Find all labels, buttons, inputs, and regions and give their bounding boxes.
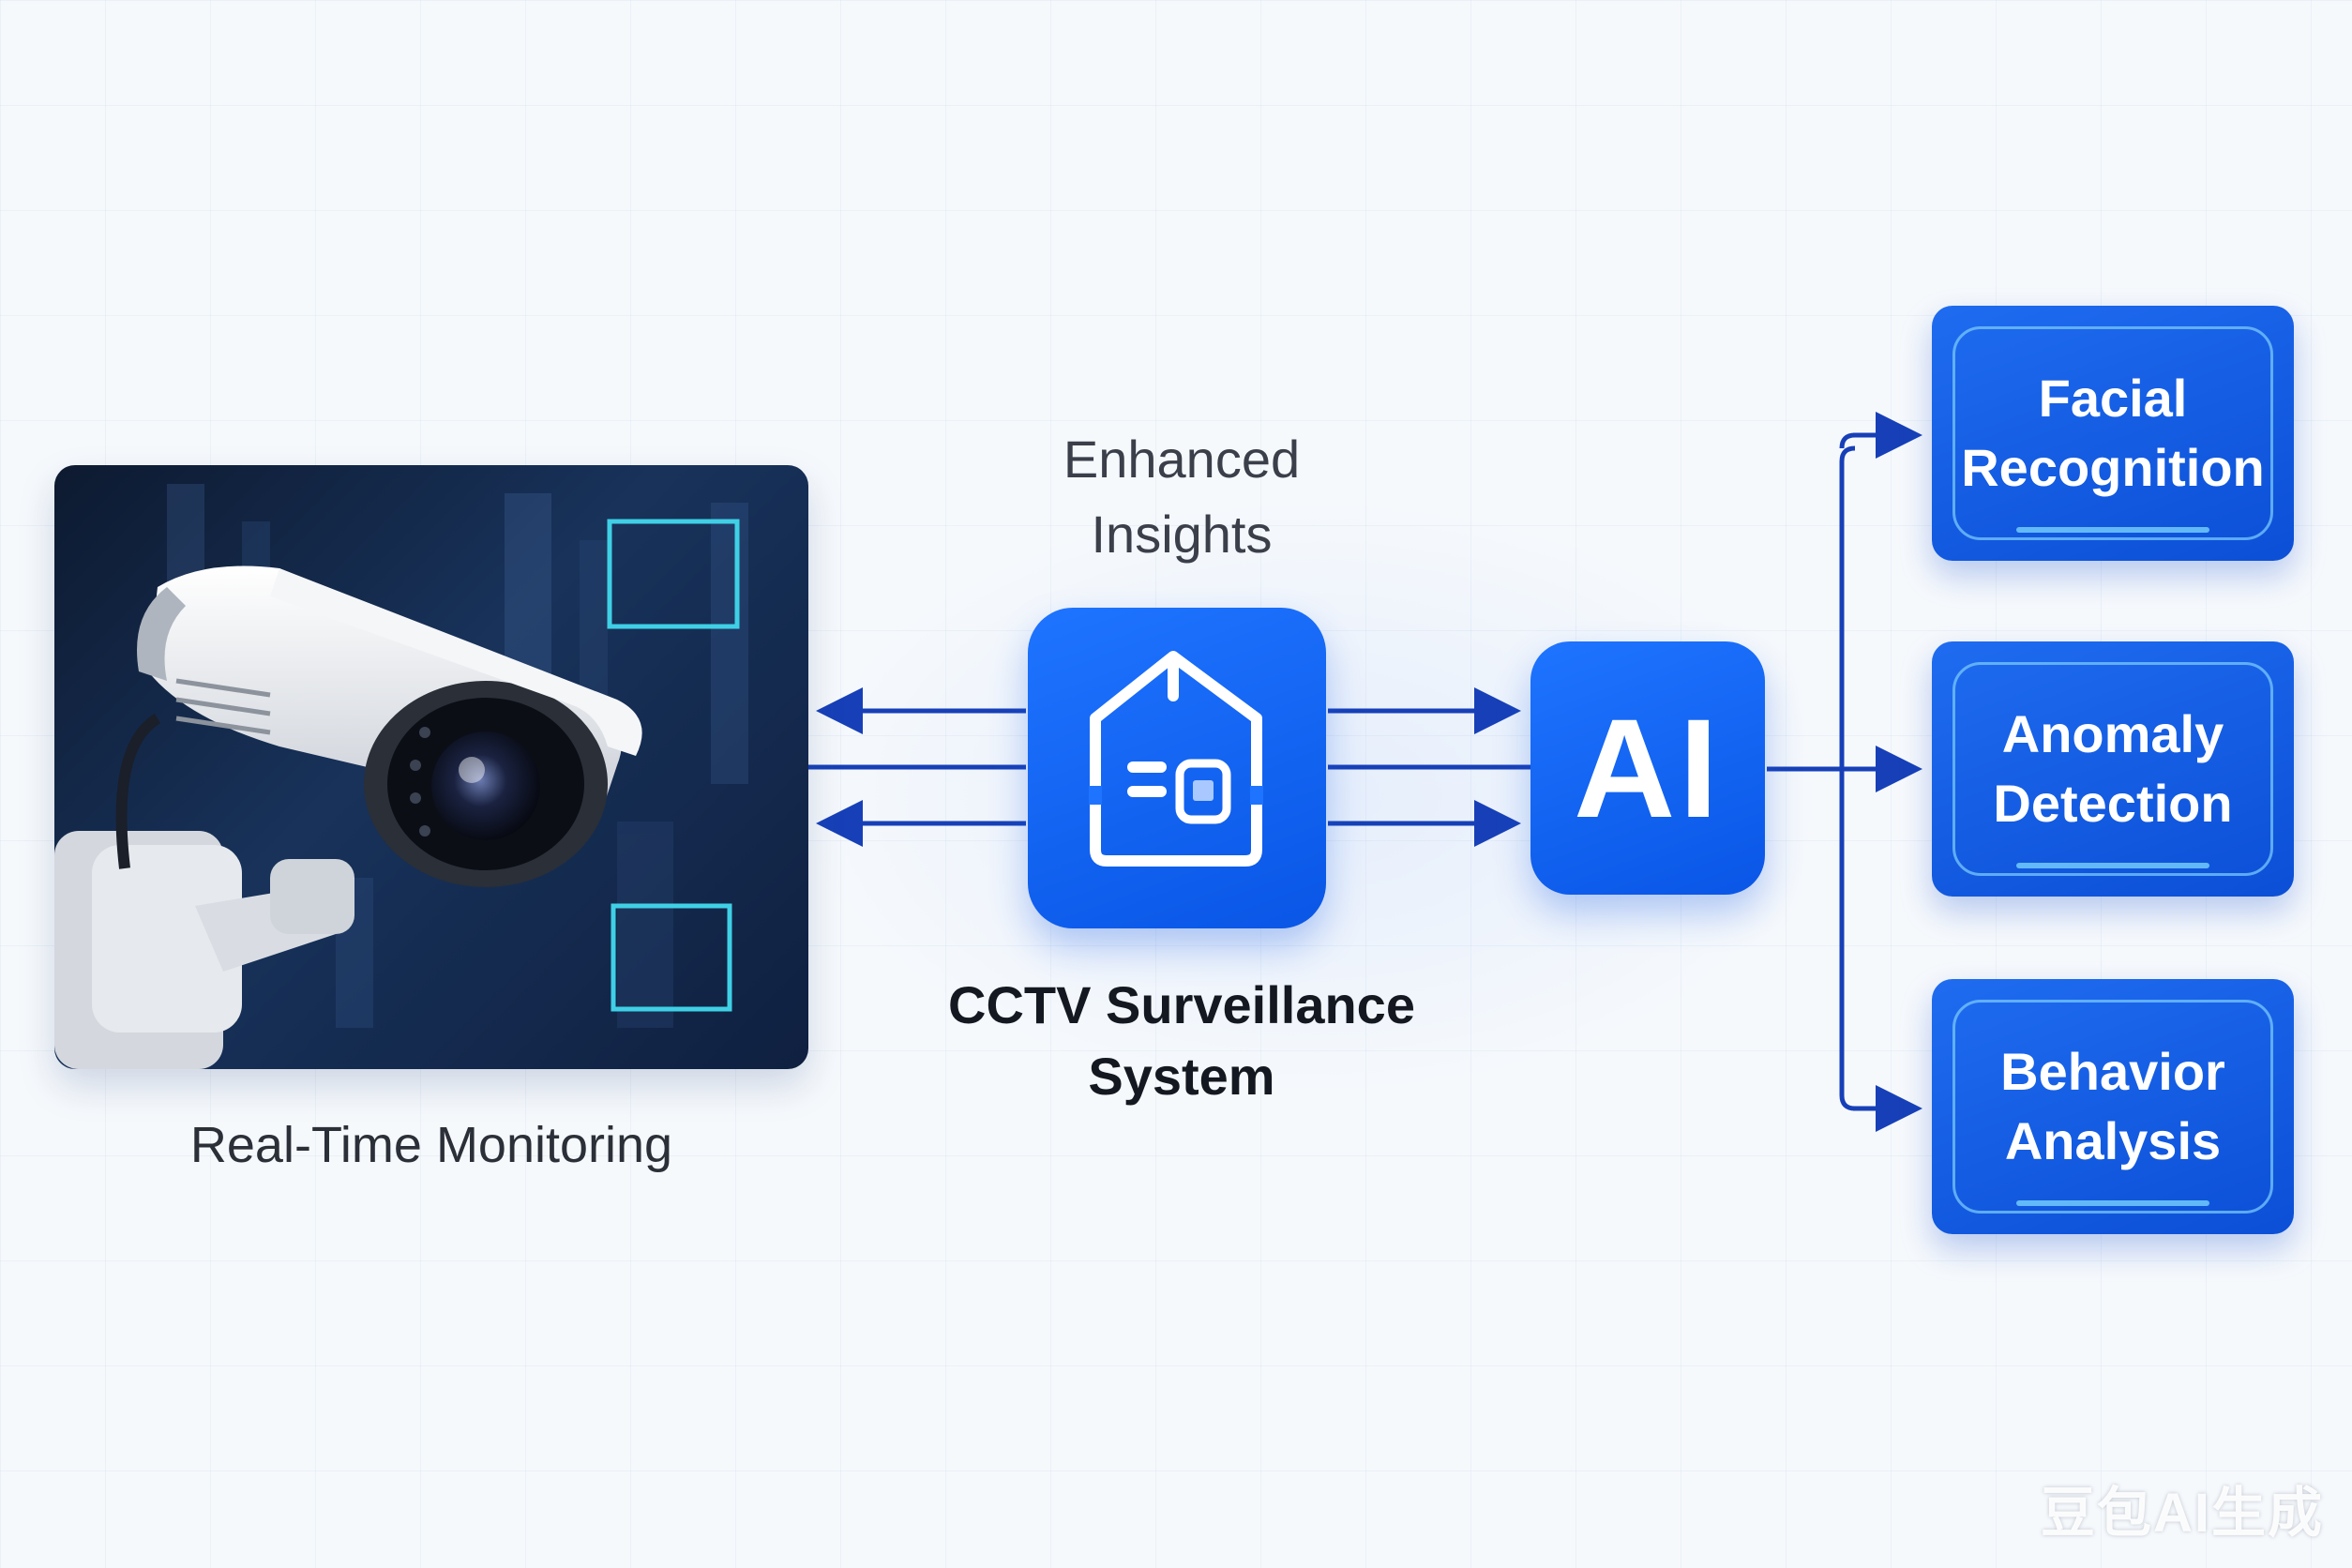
facial-recognition-card: Facial Recognition [1932,306,2294,561]
anomaly-detection-label: Anomaly Detection [1993,704,2233,833]
ai-tile: AI [1530,641,1765,895]
enhanced-insights-label: Enhanced Insights [1063,430,1301,564]
behavior-analysis-card: Behavior Analysis [1932,979,2294,1234]
cctv-camera-photo [54,465,808,1069]
behavior-analysis-label: Behavior Analysis [2000,1042,2225,1170]
real-time-monitoring-label: Real-Time Monitoring [189,1117,673,1173]
anomaly-detection-card: Anomaly Detection [1932,641,2294,897]
facial-recognition-label: Facial Recognition [1961,369,2265,497]
watermark: 豆包AI生成 [2040,1483,2324,1544]
cctv-system-label: CCTV Surveillance System [948,975,1415,1106]
branch-vertical [1839,445,1856,1111]
surveillance-system-icon [1028,608,1326,928]
ai-label: AI [1574,688,1722,847]
